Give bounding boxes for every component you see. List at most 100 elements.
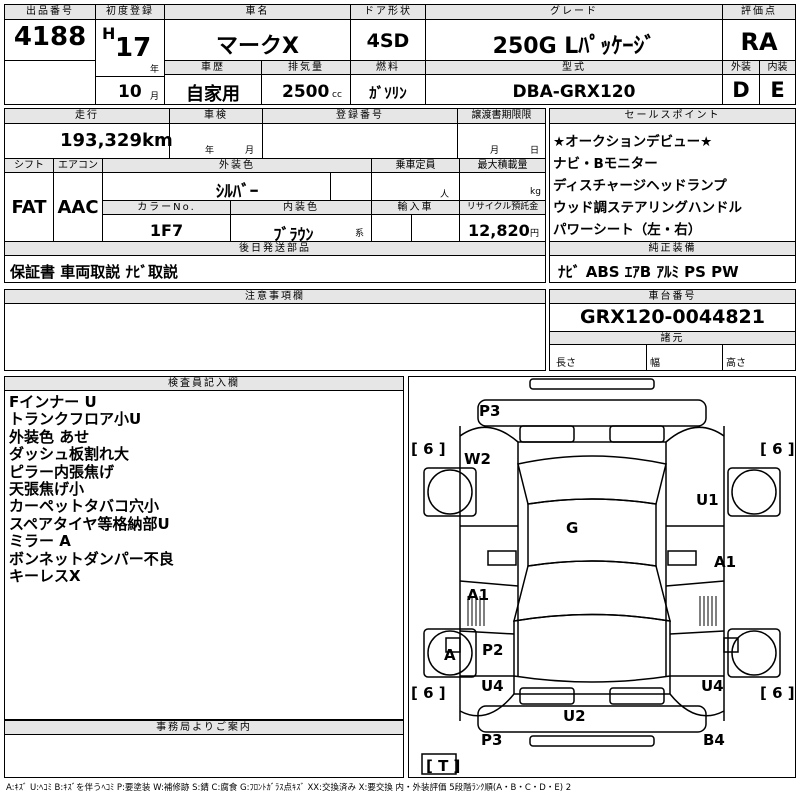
km-unit: km [142,130,173,151]
legend: A:ｷｽﾞ U:ﾍｺﾐ B:ｷｽﾞを伴うﾍｺﾐ P:要塗装 W:補修跡 S:錆 … [6,783,572,793]
tread-rr-label: [ 6 ] [760,684,795,702]
score: RA [740,28,778,56]
displacement: 2500 [282,82,330,102]
car-name-label: 車名 [165,5,350,20]
color-label: 外装色 [103,159,371,173]
fuel: ｶﾞｿﾘﾝ [369,84,407,102]
mark-trunk: P3 [479,402,501,420]
lot-number: 4188 [13,22,87,52]
sales-block [549,108,796,283]
model-label: 型式 [426,61,722,75]
note-line: ボンネットダンパー不良 [9,549,174,568]
year-unit: 年 [150,65,160,75]
ac: AAC [57,197,99,218]
car-name: マークX [216,34,299,59]
transfer-label: 譲渡書期限限 [458,109,545,124]
chassis-number: GRX120-0044821 [580,306,765,328]
lot-label: 出品番号 [5,5,95,20]
int-grade: E [770,78,785,102]
note-line: スペアタイヤ等格納部U [9,514,170,533]
transfer-day-unit: 日 [530,146,540,156]
sales-label: セールスポイント [550,109,795,124]
mark-left-door: A1 [467,586,490,604]
reg-month: 10 [118,82,142,102]
color: ｼﾙﾊﾞｰ [215,182,259,202]
caution-label: 注意事項欄 [5,290,545,304]
mileage: 193,329 [60,130,142,151]
items: 保証書 車両取説 ﾅﾋﾞ取説 [10,263,178,281]
inspector-block [4,376,404,720]
recycle-fee: 12,820 [468,221,530,240]
insp-year-unit: 年 [205,146,215,156]
import-label: 輸入車 [372,201,459,215]
mark-right-rear-quarter: U1 [696,491,719,509]
shift: FAT [11,197,47,218]
interior-label: 内装色 [231,201,371,215]
interior-unit: 系 [355,229,365,239]
caution-block [4,289,546,371]
displacement-label: 排気量 [262,61,350,75]
sales-point-5: パワーシート（左・右） [553,222,702,238]
interior-color: ﾌﾞﾗｳﾝ [273,225,314,244]
mark-right-fender: U4 [701,677,724,695]
car-diagram [421,378,781,775]
inspector-label: 検査員記入欄 [5,377,403,391]
model: DBA-GRX120 [512,82,636,102]
width-label: 幅 [650,358,660,369]
equipment: ﾅﾋﾞ ABS ｴｱB ｱﾙﾐ PS PW [558,263,739,281]
inspection-label: 車検 [170,109,262,124]
history: 自家用 [186,84,240,105]
office-block [4,720,404,778]
ac-label: エアコン [54,159,102,173]
inspector-notes: Fインナー U トランクフロア小U 外装色 あせ ダッシュ板割れ大 ピラー内張焦… [9,393,399,586]
month-unit: 月 [150,92,160,102]
chassis-block [549,289,796,371]
mark-left-front-door: P2 [482,641,504,659]
sales-point-3: ディスチャージヘッドランプ [553,178,727,194]
history-label: 車歴 [165,61,261,75]
note-line: ピラー内張焦げ [9,462,115,481]
note-line: カーペットタバコ穴小 [9,497,160,516]
note-line: 天張焦げ小 [9,480,85,499]
reg-year: 17 [115,33,152,63]
recycle-unit: 円 [530,229,540,239]
mileage-label: 走行 [5,109,169,124]
note-line: トランクフロア小U [9,410,142,429]
capacity-unit: 人 [440,190,450,200]
cc-unit: cc [332,90,342,100]
regno-label: 登録番号 [263,109,457,124]
dims-label: 諸元 [550,331,795,345]
grade-label: グレード [426,5,722,20]
mark-front-left: P3 [481,731,503,749]
shift-label: シフト [5,159,53,173]
colorno-label: カラーNo. [103,201,230,215]
first-reg-label: 初度登録 [96,5,164,20]
capacity-label: 乗車定員 [372,159,459,173]
colorno: 1F7 [149,221,184,240]
insp-month-unit: 月 [245,146,255,156]
sales-point-2: ナビ・Bモニター [553,156,658,172]
chassis-label: 車台番号 [550,290,795,304]
mark-spare-tire: [ T ] [426,757,461,775]
diagram-block [408,376,796,778]
note-line: 外装色 あせ [9,427,90,446]
mark-right-door: A1 [714,553,737,571]
height-label: 高さ [726,358,746,369]
header-block [4,4,796,105]
mark-left-mirror: A [444,646,456,664]
mark-roof: G [566,519,579,537]
int-label: 内装 [760,61,795,75]
sales-point-4: ウッド調ステアリングハンドル [553,200,742,216]
tread-fl-label: [ 6 ] [411,440,446,458]
note-line: ダッシュ板割れ大 [9,445,130,464]
note-line: ミラー A [9,532,71,551]
note-line: キーレスX [9,567,81,586]
detail-block [4,108,546,283]
items-label: 後日発送部品 [5,242,545,256]
recycle-label: リサイクル預託金 [460,201,545,215]
sales-point-1: ★オークションデビュー★ [553,134,713,150]
ext-grade: D [732,78,750,102]
grade: 250G Lﾊﾟｯｹｰｼﾞ [492,34,656,59]
era: H [102,24,116,43]
mark-left-rear-door: W2 [464,450,491,468]
